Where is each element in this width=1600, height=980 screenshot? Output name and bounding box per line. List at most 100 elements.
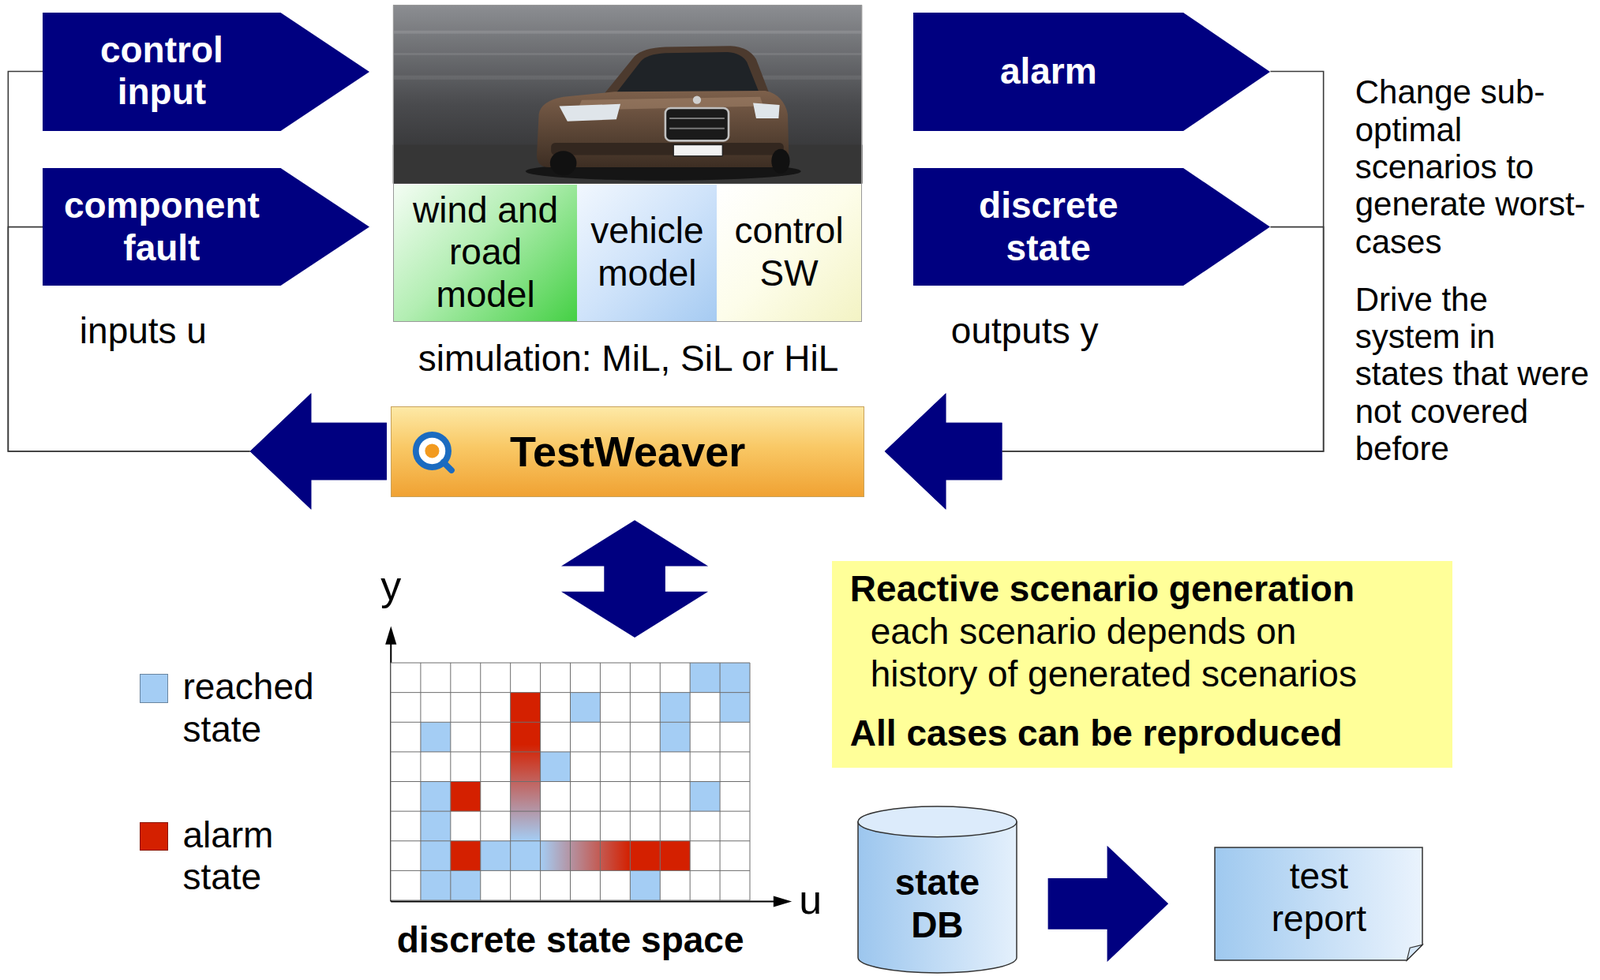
- node-text: discrete state space: [397, 919, 745, 963]
- reached-cell: [420, 782, 451, 813]
- reached-cell: [719, 663, 750, 694]
- document-page: [1214, 847, 1423, 961]
- legend-text: reached state: [182, 666, 336, 752]
- motion-streak: [393, 30, 863, 34]
- node-text: test report: [1247, 855, 1391, 941]
- text-area: vehicle model: [577, 184, 717, 322]
- car-wheel: [771, 149, 790, 174]
- simulation-block: simulation: MiL, SiL or HiLwind and road…: [393, 4, 863, 323]
- reached-cell: [420, 811, 451, 842]
- grid-line: [390, 781, 750, 783]
- node-text: simulation: MiL, SiL or HiL: [418, 337, 840, 381]
- trajectory-cells: [540, 841, 631, 872]
- reached-cell: [719, 693, 750, 724]
- node-text: All cases can be reproduced: [850, 712, 1343, 756]
- note-text: Drive the system in states that were not…: [1355, 281, 1593, 469]
- reached-cell: [689, 782, 720, 813]
- legend-text: alarm state: [182, 814, 336, 900]
- car-photo: [393, 4, 863, 184]
- output-arrow: alarm: [913, 12, 1271, 132]
- axis-label: y: [380, 562, 401, 611]
- label-box: y: [380, 562, 401, 611]
- reached-cell: [510, 841, 541, 872]
- tool-box: TestWeaver: [390, 406, 865, 498]
- label-box: outputs y: [951, 310, 1099, 353]
- arrow-fill: [913, 12, 1271, 132]
- text-area: component fault: [42, 168, 281, 286]
- axis-line: [390, 900, 776, 903]
- alarm-cell: [629, 841, 660, 872]
- text-area: alarm: [913, 12, 1185, 132]
- legend-swatch: [139, 822, 169, 851]
- grid-line: [390, 722, 750, 724]
- text-area: wind and road model: [393, 184, 578, 322]
- grid-cells: [390, 663, 750, 901]
- label-box: u: [798, 876, 822, 925]
- grid-line: [390, 752, 750, 754]
- reached-cell: [659, 723, 690, 754]
- grid-line: [390, 811, 750, 813]
- reached-cell: [540, 752, 571, 783]
- car-roof: [603, 45, 769, 94]
- node-text: TestWeaver: [509, 427, 746, 477]
- reached-cell: [450, 871, 481, 902]
- tool-logo: [409, 428, 457, 476]
- node-text: Reactive scenario generation: [850, 568, 1355, 611]
- text-area: control SW: [716, 184, 861, 322]
- grid-ground: [390, 663, 750, 901]
- input-arrow: control input: [42, 12, 370, 132]
- grid-line: [390, 663, 750, 664]
- node-text: alarm: [1000, 50, 1098, 94]
- model-cell: wind and road model: [393, 184, 578, 322]
- block-arrow: [250, 393, 387, 510]
- logo-tail: [443, 462, 452, 471]
- node-text: state DB: [876, 861, 999, 948]
- grid-line: [390, 841, 750, 843]
- label-box: Drive the system in states that were not…: [1355, 281, 1593, 469]
- note-text: Change sub-optimal scenarios to generate…: [1355, 73, 1593, 261]
- alarm-cell: [450, 782, 481, 813]
- car-windshield: [616, 52, 760, 94]
- reached-cell: [420, 841, 451, 872]
- output-arrow: discrete state: [913, 168, 1271, 286]
- text-area: discrete state: [913, 168, 1185, 286]
- car-body: [536, 90, 789, 168]
- model-cell: control SW: [716, 184, 861, 322]
- car-grille-bar: [669, 117, 725, 120]
- trajectory-cells: [510, 693, 541, 842]
- block-arrow: [561, 520, 709, 638]
- arrow-fill: [42, 12, 370, 132]
- reached-cell: [420, 871, 451, 902]
- axes: [385, 626, 792, 908]
- grid-line: [390, 870, 750, 872]
- connector: [561, 520, 709, 638]
- cylinder-top: [858, 806, 1017, 838]
- node-text: component fault: [59, 184, 265, 270]
- text-area: simulation: MiL, SiL or HiL: [383, 334, 874, 384]
- reached-cell: [659, 693, 690, 724]
- text-area: Reactive scenario generationeach scenari…: [831, 561, 1453, 769]
- car-bumper: [550, 142, 784, 156]
- text-area: control input: [42, 12, 281, 132]
- reached-cell: [629, 871, 660, 902]
- alarm-cell: [450, 841, 481, 872]
- block-arrow: [1048, 846, 1170, 963]
- state-grid: discrete state space: [390, 663, 750, 901]
- node-text: control input: [59, 29, 265, 115]
- block-arrow: [884, 393, 1003, 510]
- text-area: discrete state space: [349, 916, 791, 966]
- car-grille: [665, 108, 729, 141]
- node-text: wind and road model: [400, 189, 570, 317]
- cylinder-body: [858, 822, 1017, 975]
- alarm-cell: [659, 841, 690, 872]
- reached-cell: [689, 663, 720, 694]
- label-box: inputs u: [79, 310, 207, 353]
- arrow-fill: [42, 168, 370, 286]
- photo-background: [393, 4, 863, 184]
- connector: [7, 71, 387, 510]
- axis-label: u: [798, 876, 822, 925]
- text-area: state DB: [857, 834, 1018, 975]
- note-box: Reactive scenario generationeach scenari…: [831, 561, 1453, 769]
- motion-streak: [393, 52, 863, 56]
- node-text: control SW: [723, 209, 855, 296]
